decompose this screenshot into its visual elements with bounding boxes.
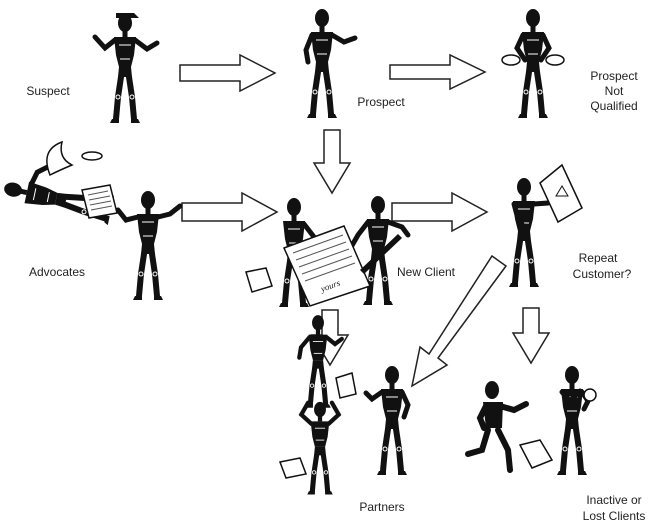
- label-not-qualified-line3: Qualified: [590, 99, 637, 113]
- briefcase-icon: [246, 268, 272, 292]
- partner-stack-figure-bottom: [301, 402, 338, 495]
- inactive-figure-kneeling: [468, 381, 526, 470]
- partner-briefcase-icon: [280, 458, 306, 478]
- arrow-repeat-to-inactive: [513, 308, 549, 363]
- label-not-qualified-line2: Not: [605, 84, 624, 98]
- label-repeat-line1: Repeat: [579, 251, 618, 265]
- lost-briefcase-icon: [520, 440, 552, 468]
- wings-icon: [47, 142, 72, 175]
- arrow-new-client-to-repeat: [392, 193, 487, 231]
- referral-letter-icon: [82, 185, 117, 218]
- arrow-prospect-to-new-client: [314, 130, 350, 193]
- label-new-client: New Client: [397, 265, 456, 279]
- suspect-figure: [95, 13, 157, 123]
- label-inactive-line1: Inactive or: [586, 493, 641, 507]
- label-advocates: Advocates: [29, 265, 85, 279]
- label-partners: Partners: [359, 500, 404, 514]
- arrow-prospect-to-not-qualified: [390, 55, 485, 89]
- handout-paper-icon: [336, 373, 356, 398]
- label-inactive-line2: Lost Clients: [583, 509, 646, 523]
- label-prospect: Prospect: [357, 95, 405, 109]
- advocate-figure: [118, 191, 180, 300]
- inactive-figure-standing: [557, 366, 596, 475]
- arrow-suspect-to-prospect: [180, 55, 275, 91]
- label-suspect: Suspect: [26, 84, 70, 98]
- label-not-qualified-line1: Prospect: [590, 69, 638, 83]
- arrow-advocates-to-new-client: [182, 193, 277, 231]
- prospect-figure: [306, 9, 355, 118]
- order-sheet-icon: [540, 165, 582, 222]
- label-repeat-line2: Customer?: [573, 267, 632, 281]
- partner-figure-standing: [366, 366, 408, 475]
- halo-icon: [82, 152, 102, 160]
- not-qualified-figure: [502, 9, 564, 118]
